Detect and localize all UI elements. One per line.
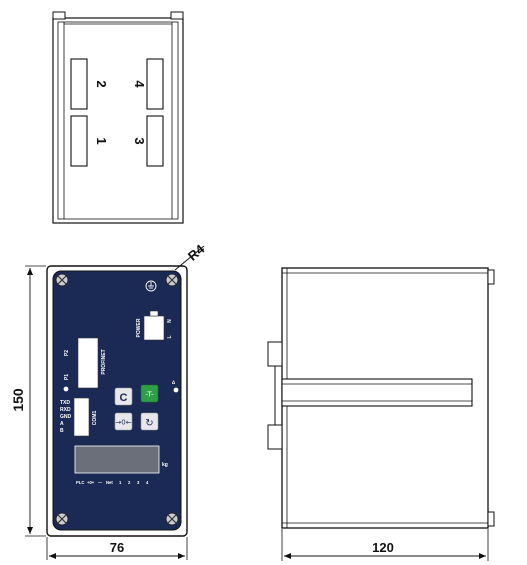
screw-bottom-left <box>55 512 69 526</box>
kg-label: kg <box>162 462 168 468</box>
a-label: A <box>60 421 64 427</box>
power-l-label: L <box>167 335 173 338</box>
zero-icon: →0← <box>115 419 131 427</box>
tare-button[interactable]: -T- <box>140 384 159 403</box>
din-rail-slot <box>281 378 473 407</box>
slot-label-2: 2 <box>94 80 109 87</box>
print-button[interactable]: ↻ <box>140 412 159 431</box>
slot-2 <box>70 58 88 110</box>
indicator-1-label: 1 <box>119 480 122 485</box>
screw-top-right <box>165 273 179 287</box>
p1-led <box>63 386 69 392</box>
status-led <box>173 387 179 393</box>
refresh-icon: ↻ <box>145 418 153 429</box>
side-width-label: 120 <box>372 540 394 555</box>
p2-label: P2 <box>64 350 70 356</box>
p1-label: P1 <box>64 374 70 380</box>
txd-label: TXD <box>60 400 70 406</box>
top-view-latch-left <box>52 11 66 20</box>
side-latch-bottom <box>487 511 495 527</box>
ground-icon <box>145 280 157 292</box>
com1-label: COM1 <box>92 411 98 426</box>
weight-display <box>74 445 160 474</box>
slot-1 <box>70 115 88 167</box>
indicator-3-label: 3 <box>137 480 140 485</box>
com1-terminal <box>73 397 90 437</box>
rxd-label: RXD <box>60 407 71 413</box>
top-view-latch-right <box>170 11 184 20</box>
slot-3 <box>146 115 164 167</box>
din-clip-bottom <box>267 424 283 450</box>
slot-label-4: 4 <box>132 80 147 88</box>
slot-4 <box>146 58 164 110</box>
power-label: POWER <box>136 318 142 337</box>
zero-button[interactable]: →0← <box>114 412 133 431</box>
screw-bottom-right <box>165 512 179 526</box>
din-clip-top <box>267 341 283 367</box>
tare-icon: -T- <box>145 391 154 399</box>
screw-top-left <box>55 273 69 287</box>
indicator-net-label: Net <box>106 480 113 485</box>
clear-button-label: C <box>120 392 128 404</box>
indicator-zero-label: +0+ <box>87 480 95 485</box>
width-label: 76 <box>110 540 124 555</box>
clear-button[interactable]: C <box>114 387 133 406</box>
height-label: 150 <box>10 388 26 412</box>
top-view: 2 4 1 3 <box>52 11 184 224</box>
radius-label: R4 <box>185 241 208 264</box>
slot-label-1: 1 <box>94 137 109 144</box>
indicator-plc-label: PLC <box>76 480 84 485</box>
indicator-4-label: 4 <box>146 480 149 485</box>
status-led-mark: ∆ <box>172 380 175 386</box>
radius-leader-line <box>174 245 205 271</box>
top-view-inner-outline <box>57 21 179 220</box>
front-view: POWER N L P2 PROFINET P1 TXD RXD GND A B… <box>10 241 208 560</box>
power-terminal-tab <box>149 310 159 317</box>
slot-label-3: 3 <box>132 137 147 144</box>
side-view: 120 <box>267 267 495 561</box>
gnd-label: GND <box>60 414 72 420</box>
power-terminal <box>143 315 165 341</box>
side-latch-top <box>487 269 495 285</box>
profinet-label: PROFINET <box>101 349 107 374</box>
profinet-port-p2 <box>77 337 99 389</box>
power-n-label: N <box>167 319 173 323</box>
indicator-2-label: 2 <box>128 480 131 485</box>
b-label: B <box>60 428 64 434</box>
indicator-dash-label: — <box>98 480 103 485</box>
